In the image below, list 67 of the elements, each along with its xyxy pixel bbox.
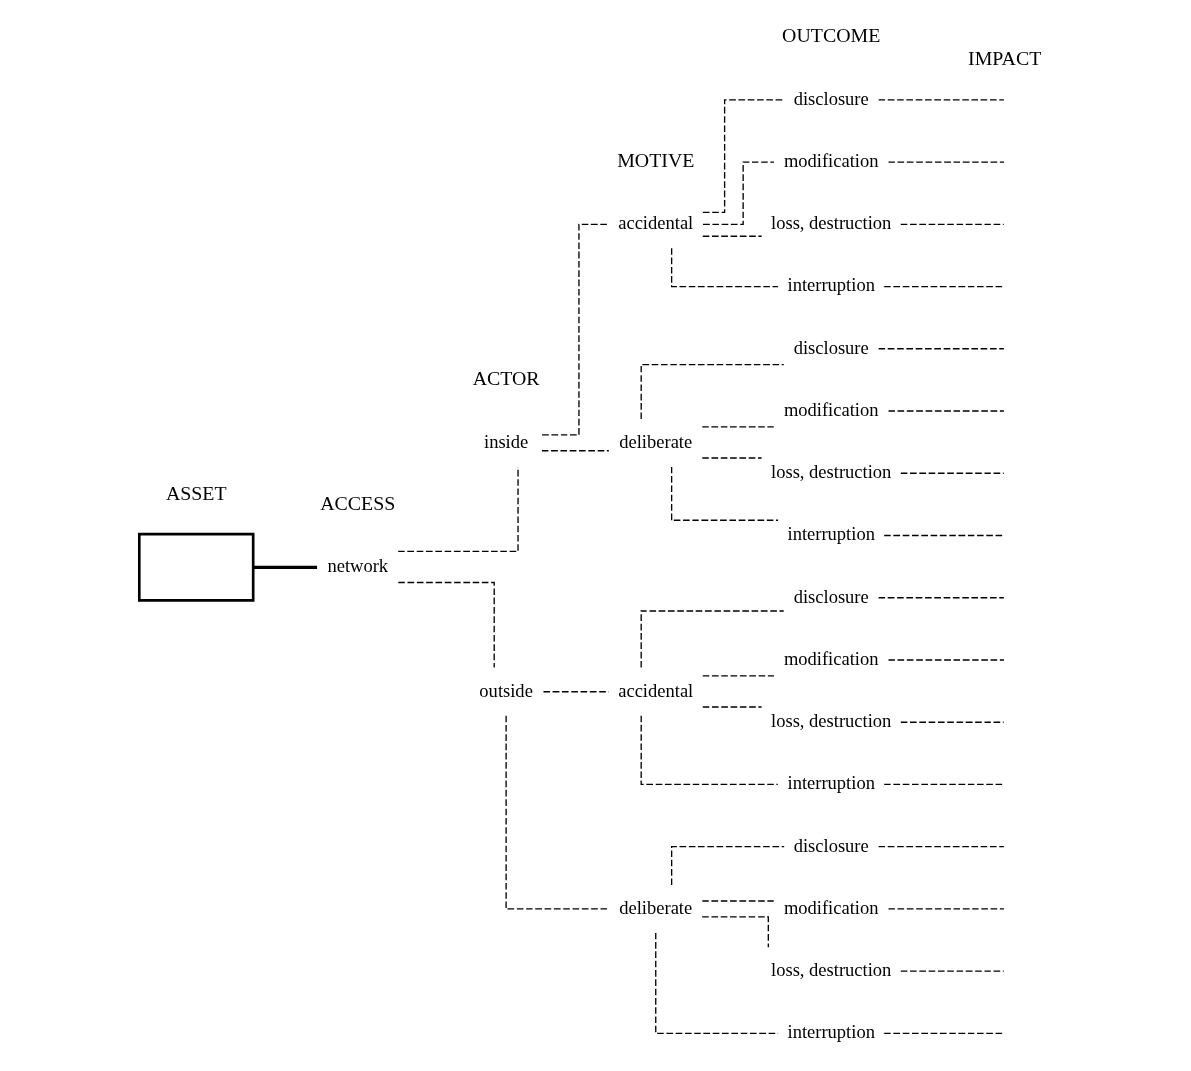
label: MOTIVE (617, 148, 695, 171)
node-text: loss, destruction (771, 959, 892, 981)
connector (877, 846, 1005, 848)
connector (701, 900, 775, 902)
node-text: loss, destruction (771, 212, 892, 234)
connector (702, 706, 763, 708)
connector (883, 534, 1005, 537)
node-text: disclosure (793, 336, 869, 358)
connector (887, 908, 1005, 910)
label: ASSET (165, 482, 227, 505)
connector (701, 916, 769, 948)
connector (883, 783, 1005, 786)
node-text: disclosure (793, 834, 869, 856)
connector (887, 161, 1005, 163)
connector (883, 285, 1005, 288)
node-text: interruption (787, 1021, 875, 1043)
connector (877, 348, 1005, 350)
node-text: modification (783, 149, 879, 171)
node-text: modification (783, 398, 879, 420)
connector (671, 846, 785, 886)
node-text: interruption (787, 274, 875, 296)
connector (900, 721, 1005, 723)
connector (505, 715, 610, 910)
connector (640, 715, 779, 786)
connector (877, 597, 1005, 599)
label: ACCESS (320, 491, 396, 514)
node-text: inside (484, 430, 529, 452)
node-text: accidental (618, 212, 694, 234)
connector (887, 659, 1005, 661)
connector (887, 410, 1005, 412)
node-text: outside (479, 679, 533, 701)
connector (877, 99, 1005, 101)
connector (541, 223, 610, 436)
label: IMPACT (968, 46, 1042, 69)
node-text: deliberate (619, 430, 693, 452)
node-text: modification (783, 896, 879, 918)
node-text: modification (783, 647, 879, 669)
node-text: loss, destruction (771, 710, 892, 732)
connector (702, 675, 775, 677)
connector (900, 970, 1005, 972)
node-text: network (327, 555, 389, 577)
connector (701, 426, 775, 428)
connector (702, 161, 775, 225)
connector (900, 223, 1005, 225)
node-text: loss, destruction (771, 461, 892, 483)
label: OUTCOME (782, 24, 881, 47)
connector (640, 364, 785, 420)
connector (541, 450, 610, 452)
connector (671, 466, 779, 521)
connector (542, 691, 610, 693)
label: ACTOR (472, 367, 540, 390)
node-text: disclosure (793, 585, 869, 607)
node-text: interruption (787, 772, 875, 794)
node-text: accidental (618, 679, 694, 701)
connector (640, 610, 785, 669)
connector (883, 1032, 1005, 1035)
connector (671, 247, 779, 288)
node-text: interruption (787, 523, 875, 545)
node-text: disclosure (793, 87, 869, 109)
connector (701, 457, 763, 459)
connector (702, 235, 763, 237)
node-text: deliberate (619, 896, 693, 918)
connector (253, 565, 318, 569)
connector (702, 99, 785, 214)
connector (900, 472, 1005, 474)
node-box (137, 532, 255, 602)
connector (397, 581, 495, 669)
